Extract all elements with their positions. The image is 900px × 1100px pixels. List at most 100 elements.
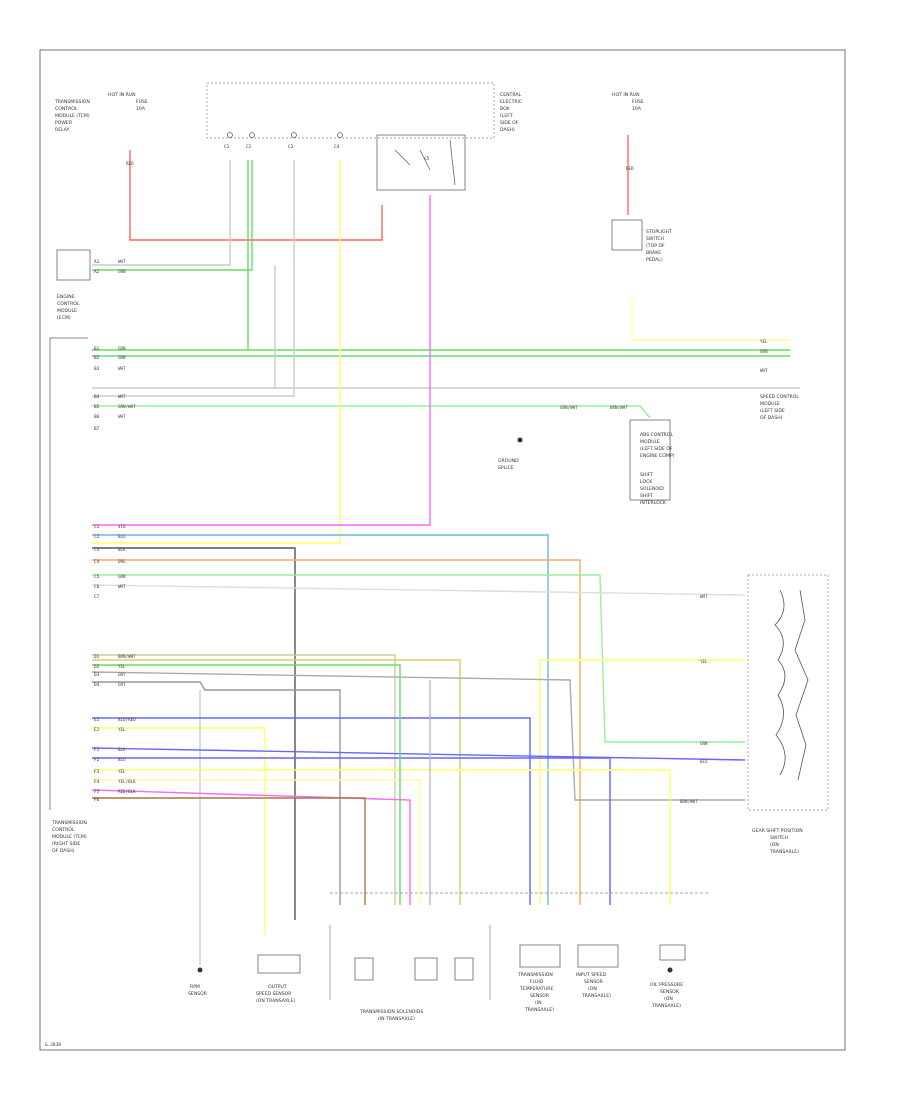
- svg-text:WHT: WHT: [118, 414, 126, 419]
- wire-blu-3: [91, 747, 746, 761]
- svg-text:BLU: BLU: [118, 747, 126, 752]
- svg-text:GRN/WHT: GRN/WHT: [560, 405, 578, 410]
- wire-blu-2: [92, 717, 531, 905]
- wire-grn-5: [92, 664, 401, 905]
- wire-red-power: [129, 150, 383, 241]
- svg-text:GRN/WHT: GRN/WHT: [118, 404, 136, 409]
- svg-text:GRY: GRY: [118, 672, 126, 677]
- gear-shift-switch-box: [747, 574, 829, 811]
- stoplight-switch-box: [611, 219, 643, 251]
- svg-text:GRN: GRN: [760, 349, 768, 354]
- fluid-temp-sensor-box: [519, 944, 561, 968]
- svg-text:YEL: YEL: [118, 664, 126, 669]
- solenoid-box-2: [414, 957, 438, 981]
- svg-text:GRN: GRN: [118, 346, 126, 351]
- wire-yel-3: [539, 659, 745, 905]
- svg-text:D2: D2: [94, 664, 100, 670]
- wire-brn-2: [92, 797, 366, 905]
- svg-text:RED/BLK: RED/BLK: [118, 789, 136, 794]
- rpm-sensor-label: RPM SENSOR: [188, 984, 208, 997]
- solenoid-box-3: [454, 957, 474, 981]
- oil-pressure-sensor-box: [659, 944, 686, 961]
- wire-vio-2: [91, 789, 411, 905]
- oil-pressure-sensor-label: OIL PRESSURE SENSOR (ON TRANSAXLE): [650, 982, 685, 1009]
- svg-text:B4: B4: [94, 394, 100, 400]
- tcm-bracket: [49, 337, 88, 810]
- tcm-power-relay-box: [376, 134, 466, 191]
- svg-text:YEL: YEL: [118, 769, 126, 774]
- footer-code: G.2038: [45, 1042, 61, 1048]
- svg-text:WHT: WHT: [700, 594, 708, 599]
- svg-text:RED: RED: [126, 161, 134, 166]
- svg-text:B3: B3: [94, 366, 100, 372]
- svg-text:BLU: BLU: [700, 759, 708, 764]
- ground-oil-dot: [667, 967, 673, 973]
- svg-text:F1: F1: [94, 747, 100, 753]
- wire-yel-2: [92, 659, 461, 905]
- svg-text:F2: F2: [94, 757, 100, 763]
- svg-text:F4: F4: [94, 779, 100, 785]
- svg-text:BLU: BLU: [118, 757, 126, 762]
- svg-text:F5: F5: [94, 789, 100, 795]
- svg-text:BRN/WHT: BRN/WHT: [118, 654, 136, 659]
- svg-text:RED: RED: [626, 166, 634, 171]
- stoplight-switch-label: STOPLIGHT SWITCH (TOP OF BRAKE PEDAL): [646, 229, 673, 263]
- svg-text:E2: E2: [94, 727, 100, 733]
- tcm-pin-labels: A1 A2 B1 B2 B3 B4 B5 B6 B7 C1 C2 C3 C4 C…: [94, 259, 100, 803]
- svg-text:WHT: WHT: [118, 394, 126, 399]
- input-speed-sensor-label: INPUT SPEED SENSOR (ON TRANSAXLE): [576, 972, 611, 999]
- svg-text:C5: C5: [94, 574, 100, 580]
- wires: [91, 135, 800, 965]
- svg-text:WHT: WHT: [118, 366, 126, 371]
- wire-yel-stop: [631, 300, 790, 341]
- tcm-power-relay-label: TRANSMISSION CONTROL MODULE (TCM) POWER …: [54, 99, 91, 133]
- svg-text:C2: C2: [246, 144, 252, 150]
- svg-text:BLU/RED: BLU/RED: [118, 717, 136, 722]
- svg-text:C4: C4: [334, 144, 340, 150]
- hot-in-run-left-label: HOT IN RUN FUSE 10A: [108, 92, 149, 112]
- svg-text:D3: D3: [94, 672, 100, 678]
- central-electric-box: [206, 82, 495, 139]
- svg-text:C3: C3: [94, 547, 100, 553]
- svg-text:F6: F6: [94, 797, 100, 803]
- gear-shift-contacts: [774, 589, 809, 781]
- svg-text:E1: E1: [94, 717, 100, 723]
- wire-yel-5: [92, 769, 671, 905]
- gear-shift-switch-label: GEAR SHIFT POSITION SWITCH (ON TRANSAXLE…: [752, 828, 804, 855]
- svg-text:VIO: VIO: [118, 524, 126, 529]
- central-electric-box-label: CENTRAL ELECTRIC BOX (LEFT SIDE OF DASH): [500, 92, 524, 133]
- svg-text:C7: C7: [94, 594, 100, 600]
- shift-lock-label: SHIFT LOCK SOLENOID SHIFT INTERLOCK: [640, 472, 667, 506]
- wire-grn-2: [92, 160, 790, 351]
- svg-text:YEL/BLK: YEL/BLK: [118, 779, 136, 784]
- svg-text:A1: A1: [94, 259, 100, 265]
- svg-text:GRN: GRN: [118, 269, 126, 274]
- svg-text:WHT: WHT: [118, 584, 126, 589]
- hot-in-run-right-label: HOT IN RUN FUSE 10A: [612, 92, 645, 112]
- relay-contacts: [394, 139, 456, 186]
- svg-text:D1: D1: [94, 654, 100, 660]
- wire-brn-wht: [92, 654, 396, 905]
- wire-gry-2: [92, 681, 341, 905]
- ecm-box: [56, 249, 91, 281]
- svg-text:C6: C6: [94, 584, 100, 590]
- wire-vio-tcm: [92, 195, 431, 526]
- wire-yel-4: [92, 727, 266, 935]
- svg-text:C1: C1: [224, 144, 230, 150]
- svg-text:B7: B7: [94, 426, 100, 432]
- svg-text:BLU: BLU: [118, 534, 126, 539]
- svg-text:GRY: GRY: [118, 682, 126, 687]
- svg-text:BRN/WHT: BRN/WHT: [680, 799, 698, 804]
- fuse-pin-labels: C1 C2 C3 C4 C5: [224, 144, 430, 162]
- svg-text:A2: A2: [94, 269, 100, 275]
- svg-text:BRN/WHT: BRN/WHT: [610, 405, 628, 410]
- output-speed-sensor-label: OUTPUT SPEED SENSOR (ON TRANSAXLE): [256, 984, 295, 1004]
- solenoid-box-1: [354, 957, 374, 981]
- wire-wht-3: [92, 160, 295, 397]
- svg-text:WHT: WHT: [118, 259, 126, 264]
- svg-text:GRN: GRN: [118, 355, 126, 360]
- ground-splice-label: GROUND SPLICE: [498, 458, 520, 471]
- svg-text:B5: B5: [94, 404, 100, 410]
- svg-text:GRN: GRN: [118, 574, 126, 579]
- svg-text:C2: C2: [94, 534, 100, 540]
